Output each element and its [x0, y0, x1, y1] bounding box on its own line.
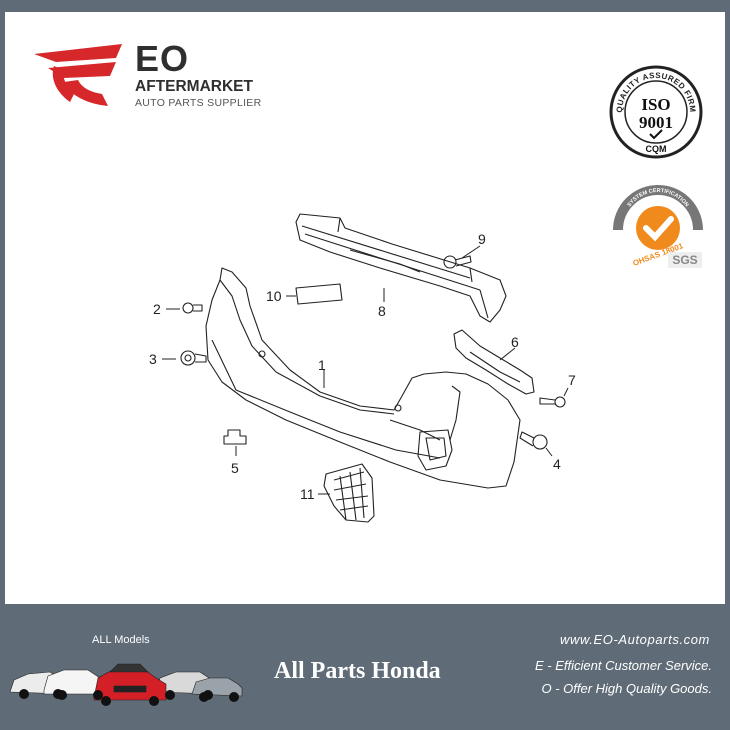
all-models-link[interactable]: ALL Models [92, 634, 150, 646]
honda-cars-lineup-icon[interactable] [6, 648, 244, 706]
callout-3: 3 [149, 351, 157, 367]
callout-9: 9 [478, 231, 486, 247]
brand-name: EO [135, 38, 190, 79]
callout-4: 4 [553, 456, 561, 472]
sgs-ohsas-badge-icon: SYSTEM CERTIFICATION OHSAS 18001 SGS [613, 185, 703, 268]
website-link[interactable]: www.EO-Autoparts.com [560, 632, 710, 647]
fastener-3 [180, 350, 207, 366]
slogan-line-2: O - Offer High Quality Goods. [541, 681, 712, 696]
footer-banner: ALL Models All Parts Honda www.EO-Autopa… [0, 604, 730, 730]
leader-line-6 [499, 347, 516, 361]
wing-logo-icon [34, 44, 122, 106]
fastener-5 [223, 429, 247, 445]
fastener-9 [443, 255, 472, 269]
callout-10: 10 [266, 288, 282, 304]
leader-line-9 [461, 245, 481, 259]
iso-title: ISO [641, 95, 670, 114]
bumper-reinforcement-beam [295, 213, 507, 323]
fastener-4 [519, 431, 548, 450]
eo-logo[interactable]: EO AFTERMARKET AUTO PARTS SUPPLIER [30, 38, 270, 114]
absorber-pad [295, 283, 343, 305]
leader-line-4 [545, 447, 553, 457]
rear-bumper-parts-diagram: 1 2 3 4 5 6 7 8 9 10 11 [149, 213, 576, 523]
left-frame-bar [0, 0, 5, 610]
sgs-logo: SGS [672, 253, 697, 267]
top-frame-bar [0, 0, 730, 12]
iso-9001-badge-icon: QUALITY ASSURED FIRM ISO 9001 CQM [609, 65, 703, 159]
callout-2: 2 [153, 301, 161, 317]
corner-grille [323, 463, 375, 523]
bumper-cover [205, 267, 521, 489]
callout-8: 8 [378, 303, 386, 319]
side-bracket [453, 329, 535, 395]
brand-tagline: AFTERMARKET [135, 78, 253, 95]
fastener-2 [182, 302, 203, 314]
iso-number: 9001 [639, 113, 673, 132]
callout-7: 7 [568, 372, 576, 388]
footer-title: All Parts Honda [274, 658, 441, 684]
callout-1: 1 [318, 357, 326, 373]
callout-6: 6 [511, 334, 519, 350]
content-panel [5, 12, 725, 604]
right-frame-bar [725, 0, 730, 610]
iso-mark: CQM [646, 144, 667, 154]
fastener-7 [539, 396, 566, 408]
brand-subtitle: AUTO PARTS SUPPLIER [135, 97, 262, 109]
callout-5: 5 [231, 460, 239, 476]
slogan-line-1: E - Efficient Customer Service. [535, 658, 712, 673]
leader-line-7 [563, 387, 569, 397]
callout-11: 11 [300, 486, 315, 502]
